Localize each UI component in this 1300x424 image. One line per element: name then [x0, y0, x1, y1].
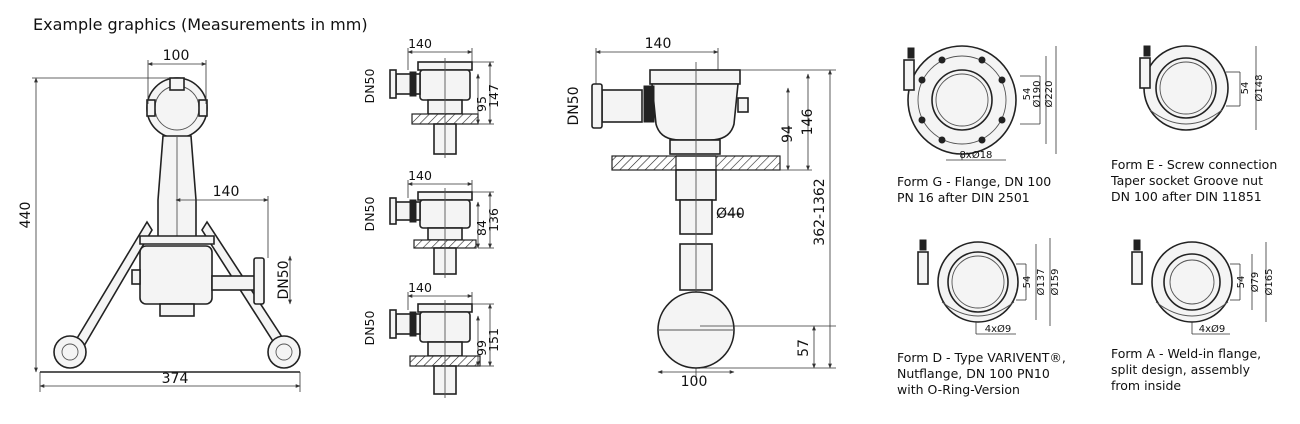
form-d-caption-line-3: with O-Ring-Version: [897, 382, 1020, 397]
center-view-drawing: 140 DN50 94 146 362-1362 Ø40 57 100: [566, 36, 836, 390]
small-view-2-drawing: 140 DN50 84 136: [362, 168, 501, 278]
small-view-3-drawing: 140 DN50 99 151: [362, 280, 501, 398]
form-e-caption: Form E - Screw connection Taper socket G…: [1111, 157, 1277, 205]
small-3-h1: 99: [474, 340, 489, 356]
main-dim-height: 440: [18, 202, 34, 229]
small-1-h2: 147: [486, 84, 501, 108]
form-a-drawing: 54 Ø79 Ø165 4xØ9: [1131, 239, 1275, 335]
form-d-caption-line-2: Nutflange, DN 100 PN10: [897, 366, 1050, 381]
center-dim-ball: 100: [681, 374, 708, 390]
form-a-dim-d3: Ø165: [1263, 269, 1275, 296]
small-1-h1: 95: [474, 96, 489, 112]
form-a-dim-holes: 4xØ9: [1199, 323, 1226, 335]
form-a-caption-line-3: from inside: [1111, 378, 1182, 393]
form-g-dim-d2: Ø190: [1031, 81, 1043, 108]
small-view-1-drawing: 140 DN50 95 147: [362, 36, 501, 158]
form-e-drawing: 54 Ø148: [1139, 45, 1265, 131]
small-3-nozzle: DN50: [362, 311, 377, 346]
form-e-dim-d2: Ø148: [1253, 75, 1265, 102]
main-dim-base: 374: [162, 371, 189, 387]
main-view-drawing: 100 440 140 DN50 374: [18, 48, 301, 392]
center-dim-width: 140: [645, 36, 672, 52]
form-g-drawing: 54 Ø190 Ø220 8xØ18: [903, 45, 1057, 161]
form-d-dim-holes: 4xØ9: [985, 323, 1012, 335]
small-1-width: 140: [408, 36, 432, 51]
small-3-width: 140: [408, 280, 432, 295]
form-e-caption-line-2: Taper socket Groove nut: [1111, 173, 1264, 188]
small-3-h2: 151: [486, 328, 501, 352]
form-a-dim-d1: 54: [1236, 276, 1247, 289]
form-e-caption-line-1: Form E - Screw connection: [1111, 157, 1278, 172]
form-e-caption-line-3: DN 100 after DIN 11851: [1111, 189, 1262, 204]
small-2-width: 140: [408, 168, 432, 183]
small-2-nozzle: DN50: [362, 197, 377, 232]
main-dim-offset: 140: [213, 184, 240, 200]
form-d-caption-line-1: Form D - Type VARIVENT®,: [897, 350, 1066, 365]
form-g-caption: Form G - Flange, DN 100 PN 16 after DIN …: [897, 174, 1051, 206]
form-a-caption: Form A - Weld-in flange, split design, a…: [1111, 346, 1261, 394]
form-d-dim-d1: 54: [1022, 276, 1033, 289]
small-2-h2: 136: [486, 208, 501, 232]
form-a-caption-line-1: Form A - Weld-in flange,: [1111, 346, 1262, 361]
form-g-dim-d3: Ø220: [1043, 81, 1055, 108]
form-d-caption: Form D - Type VARIVENT®, Nutflange, DN 1…: [897, 350, 1066, 398]
form-g-caption-line-2: PN 16 after DIN 2501: [897, 190, 1030, 205]
center-dim-nozzle: DN50: [566, 86, 582, 125]
center-dim-h2: 146: [800, 109, 816, 136]
main-dim-top-width: 100: [163, 48, 190, 64]
small-1-nozzle: DN50: [362, 69, 377, 104]
small-2-h1: 84: [474, 220, 489, 236]
center-dim-dia: Ø40: [716, 206, 745, 222]
form-d-drawing: 54 Ø137 Ø159 4xØ9: [917, 238, 1061, 335]
form-a-dim-d2: Ø79: [1249, 272, 1261, 293]
form-g-dim-holes: 8xØ18: [960, 149, 993, 161]
form-d-dim-d3: Ø159: [1049, 269, 1061, 296]
center-dim-range: 362-1362: [812, 178, 828, 245]
form-a-caption-line-2: split design, assembly: [1111, 362, 1251, 377]
form-e-dim-d1: 54: [1240, 82, 1251, 95]
form-g-dim-d1: 54: [1022, 88, 1033, 101]
form-g-caption-line-1: Form G - Flange, DN 100: [897, 174, 1052, 189]
center-dim-bottom: 57: [796, 339, 812, 357]
main-dim-nozzle: DN50: [276, 260, 292, 299]
page-heading: Example graphics (Measurements in mm): [33, 15, 368, 34]
center-dim-h1: 94: [780, 125, 796, 143]
form-d-dim-d2: Ø137: [1035, 269, 1047, 296]
